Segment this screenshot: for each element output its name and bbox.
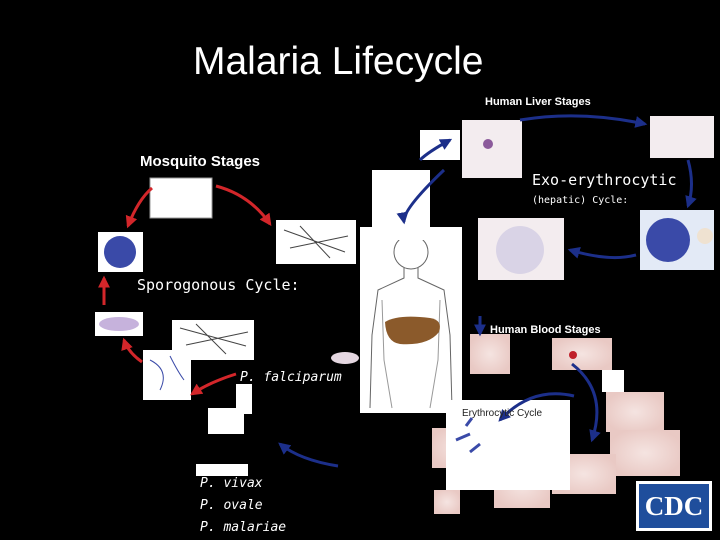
species-p-malariae: P. malariae (200, 520, 287, 535)
erythrocytic-cycle-label: Erythrocytic Cycle (462, 408, 543, 419)
page-title: Malaria Lifecycle (193, 40, 484, 83)
human-blood-stages-label: Human Blood Stages (490, 324, 601, 336)
species-p-vivax: P. vivax (200, 476, 263, 491)
species-p-ovale: P. ovale (200, 498, 263, 513)
human-cycle-arrows (278, 114, 697, 468)
gametocytes-label: Gametocytes (252, 412, 334, 427)
exo-erythrocytic-label: Exo-erythrocytic (532, 171, 677, 189)
cdc-logo: CDC (636, 481, 712, 531)
mosquito-cycle-arrows (98, 184, 272, 396)
p-falciparum-label: P. falciparum (240, 370, 342, 385)
human-liver-stages-label: Human Liver Stages (485, 96, 591, 108)
human-stage-panels (331, 116, 714, 514)
cdc-logo-text: CDC (645, 491, 704, 521)
sporogonous-cycle-label: Sporogonous Cycle: (137, 276, 300, 294)
liver-shape (385, 316, 440, 345)
hepatic-cycle-label: (hepatic) Cycle: (532, 195, 629, 206)
mosquito-stages-label: Mosquito Stages (140, 153, 261, 170)
mosquito-stage-panels (95, 177, 356, 476)
human-body-panel (360, 227, 462, 413)
